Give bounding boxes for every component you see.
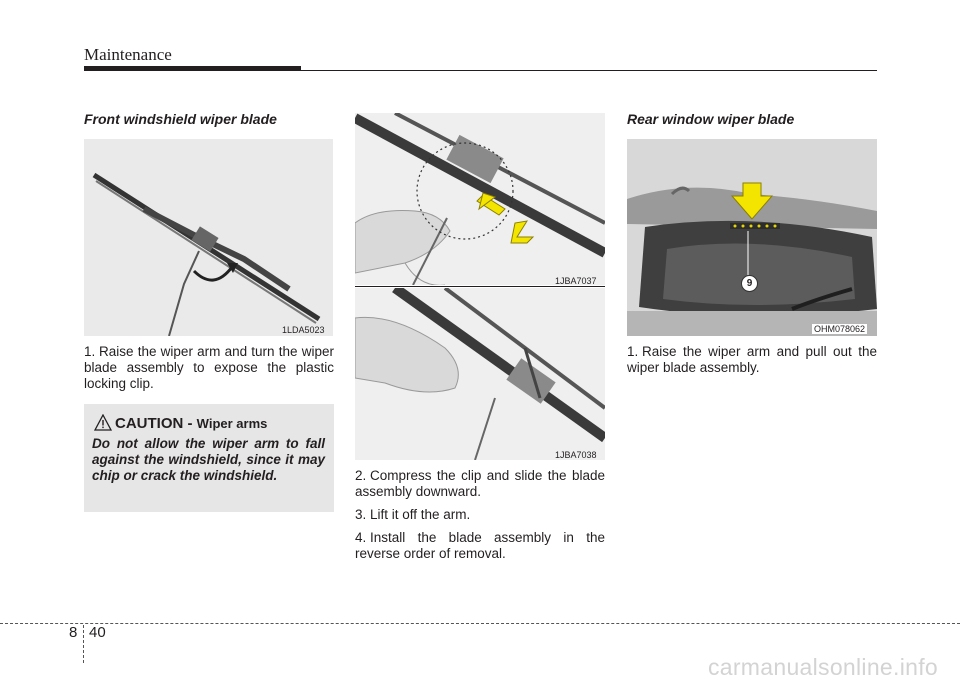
middle-figure1-code: 1JBA7037 — [555, 276, 597, 286]
caution-label: CAUTION - — [115, 415, 193, 432]
clip-figure-top — [355, 113, 605, 285]
blade-slide-illustration — [355, 288, 605, 460]
middle-step: 4.Install the blade assembly in the reve… — [355, 530, 605, 562]
step-text: Raise the wiper arm and turn the wiper b… — [84, 344, 334, 391]
callout-badge: 9 — [741, 275, 758, 292]
step-number: 3. — [355, 507, 367, 522]
rear-step-1: 1.Raise the wiper arm and pull out the w… — [627, 344, 877, 376]
rear-wiper-figure: 9 — [627, 139, 877, 336]
step-text: Raise the wiper arm and pull out the wip… — [627, 344, 877, 375]
rear-window-illustration — [627, 139, 877, 336]
rear-figure-code: OHM078062 — [812, 324, 868, 334]
step-number: 1. — [84, 344, 96, 359]
caution-title: CAUTION - Wiper arms — [115, 415, 267, 432]
step-number: 2. — [355, 468, 367, 483]
figure-divider — [355, 286, 605, 287]
watermark: carmanualsonline.info — [707, 654, 938, 680]
middle-figure2-code: 1JBA7038 — [555, 450, 597, 460]
middle-steps: 2.Compress the clip and slide the blade … — [355, 468, 605, 562]
front-wiper-illustration — [84, 139, 333, 336]
clip-compress-illustration — [355, 113, 605, 285]
front-wiper-heading: Front windshield wiper blade — [84, 111, 277, 127]
header-rule-thin — [301, 70, 877, 71]
warning-triangle-icon — [94, 414, 112, 431]
middle-step: 3.Lift it off the arm. — [355, 507, 605, 523]
step-number: 4. — [355, 530, 367, 545]
caution-subtitle: Wiper arms — [196, 416, 268, 431]
step-number: 1. — [627, 344, 639, 359]
step-text: Install the blade assembly in the revers… — [355, 530, 605, 561]
page-number: 40 — [89, 624, 106, 641]
caution-text: Do not allow the wiper arm to fall again… — [92, 436, 325, 483]
caution-box: CAUTION - Wiper arms Do not allow the wi… — [84, 404, 334, 512]
rear-wiper-heading: Rear window wiper blade — [627, 111, 795, 127]
front-step-1: 1.Raise the wiper arm and turn the wiper… — [84, 344, 334, 392]
section-title: Maintenance — [84, 45, 172, 64]
step-text: Lift it off the arm. — [370, 507, 471, 522]
front-wiper-figure — [84, 139, 333, 336]
chapter-number: 8 — [69, 624, 78, 641]
clip-figure-bottom — [355, 288, 605, 460]
header-rule-thick — [84, 66, 301, 71]
footer-vertical-rule — [83, 625, 84, 663]
front-figure-code: 1LDA5023 — [282, 325, 325, 335]
footer-dashed-rule — [0, 623, 960, 624]
step-text: Compress the clip and slide the blade as… — [355, 468, 605, 499]
middle-step: 2.Compress the clip and slide the blade … — [355, 468, 605, 500]
